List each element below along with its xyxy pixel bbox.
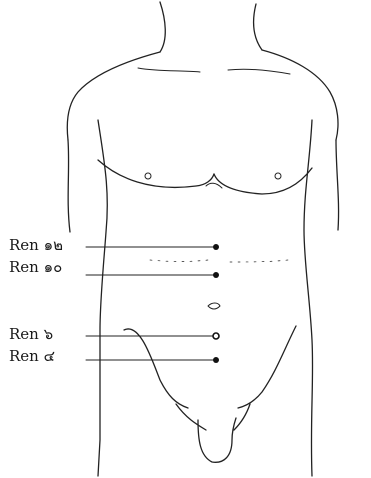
neck-right-outline xyxy=(254,4,262,50)
acupoint-ren4 xyxy=(213,357,219,363)
label-ren10: Ren ๑๐ xyxy=(9,260,62,275)
nipple-left xyxy=(145,173,151,179)
collarbone-right xyxy=(228,69,290,74)
underwear-right xyxy=(234,404,250,430)
abdominal-line xyxy=(150,260,208,262)
acupoint-ren12 xyxy=(213,244,219,250)
sternum-notch xyxy=(206,183,222,188)
shoulder-left-outline xyxy=(67,52,160,140)
neck-left-outline xyxy=(160,2,165,52)
label-ren4: Ren ๔ xyxy=(9,349,55,364)
inguinal-left xyxy=(124,329,188,408)
inguinal-right xyxy=(238,326,296,408)
label-ren12: Ren ๑๒ xyxy=(9,238,63,253)
groin-outline xyxy=(198,418,236,462)
collarbone-left xyxy=(138,68,200,72)
shoulder-right-outline xyxy=(262,50,338,140)
label-ren6: Ren ๖ xyxy=(9,327,53,342)
nipple-right xyxy=(275,173,281,179)
navel xyxy=(208,303,220,309)
arm-right-outline xyxy=(336,140,339,230)
pectoral-right xyxy=(214,168,312,194)
acupoint-ren10 xyxy=(213,272,219,278)
torso-left-side xyxy=(98,120,107,476)
acupoint-ren6 xyxy=(213,333,219,339)
abdominal-line xyxy=(230,260,288,262)
arm-left-outline xyxy=(68,140,70,232)
pectoral-left xyxy=(98,160,214,187)
underwear-left xyxy=(176,404,206,430)
